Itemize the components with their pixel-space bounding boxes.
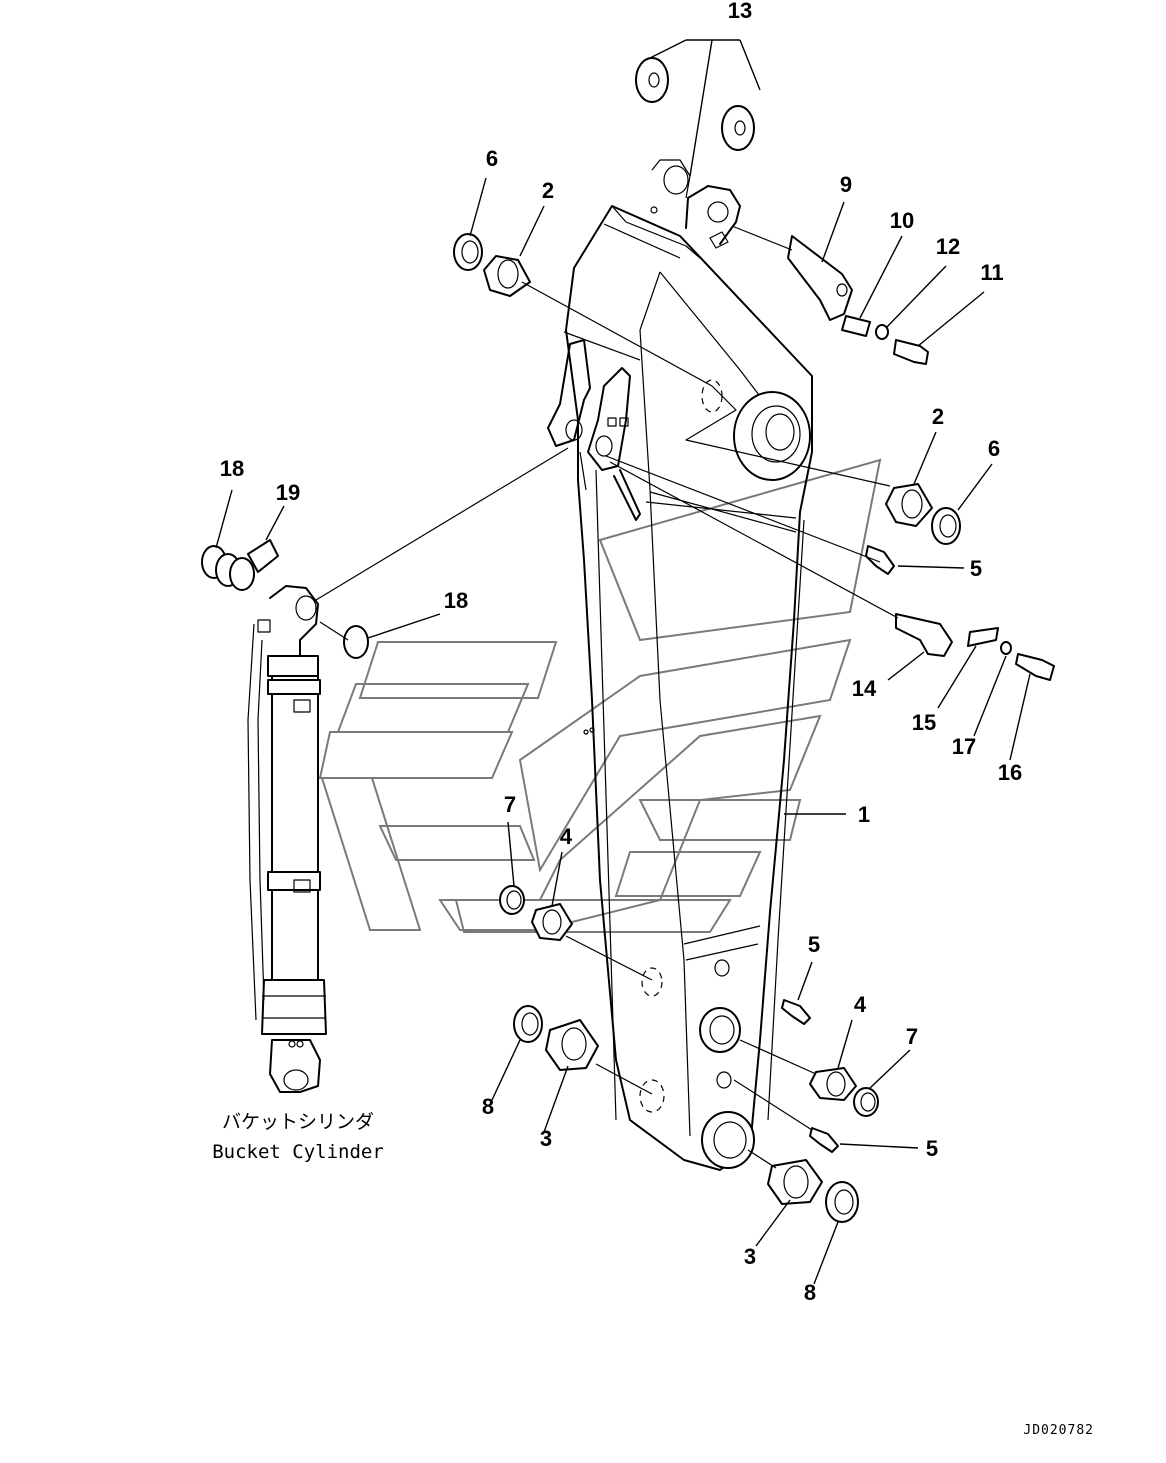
callout-6-upper: 6 — [486, 146, 498, 171]
callout-8-left: 8 — [482, 1094, 494, 1119]
callout-16: 16 — [998, 760, 1022, 785]
callout-10: 10 — [890, 208, 914, 233]
callout-7-left: 7 — [504, 792, 516, 817]
drawing-reference-code: JD020782 — [1023, 1423, 1094, 1438]
callout-14: 14 — [852, 676, 877, 701]
callout-9: 9 — [840, 172, 852, 197]
callout-17: 17 — [952, 734, 976, 759]
bucket-cylinder — [247, 585, 327, 1093]
callout-1: 1 — [858, 802, 870, 827]
callout-4-left: 4 — [560, 824, 573, 849]
callout-8-right: 8 — [804, 1280, 816, 1305]
callout-2-upper: 2 — [542, 178, 554, 203]
caption-english: Bucket Cylinder — [212, 1141, 384, 1163]
bucket-cylinder-caption: バケットシリンダ Bucket Cylinder — [212, 1111, 384, 1163]
watermark-logo — [318, 458, 882, 933]
callout-4-right: 4 — [854, 992, 867, 1017]
callout-3-left: 3 — [540, 1126, 552, 1151]
callout-13: 13 — [728, 0, 752, 23]
callout-11: 11 — [980, 260, 1003, 285]
callout-5-middle: 5 — [808, 932, 820, 957]
callout-5-upper: 5 — [970, 556, 982, 581]
callout-12: 12 — [936, 234, 960, 259]
callout-15: 15 — [912, 710, 936, 735]
callout-5-lower: 5 — [926, 1136, 938, 1161]
callout-18-lower: 18 — [444, 588, 468, 613]
callout-2-right: 2 — [932, 404, 944, 429]
arm-body — [547, 159, 813, 1171]
caption-japanese: バケットシリンダ — [222, 1111, 374, 1133]
callout-19: 19 — [276, 480, 300, 505]
leader-lines — [215, 39, 1031, 1285]
callout-labels: 13 6 2 9 10 12 11 2 6 5 14 15 17 16 1 7 … — [220, 0, 1022, 1305]
callout-6-right: 6 — [988, 436, 1000, 461]
callout-7-right: 7 — [906, 1024, 918, 1049]
small-parts — [201, 57, 1055, 1223]
callout-3-right: 3 — [744, 1244, 756, 1269]
callout-18-upper: 18 — [220, 456, 244, 481]
